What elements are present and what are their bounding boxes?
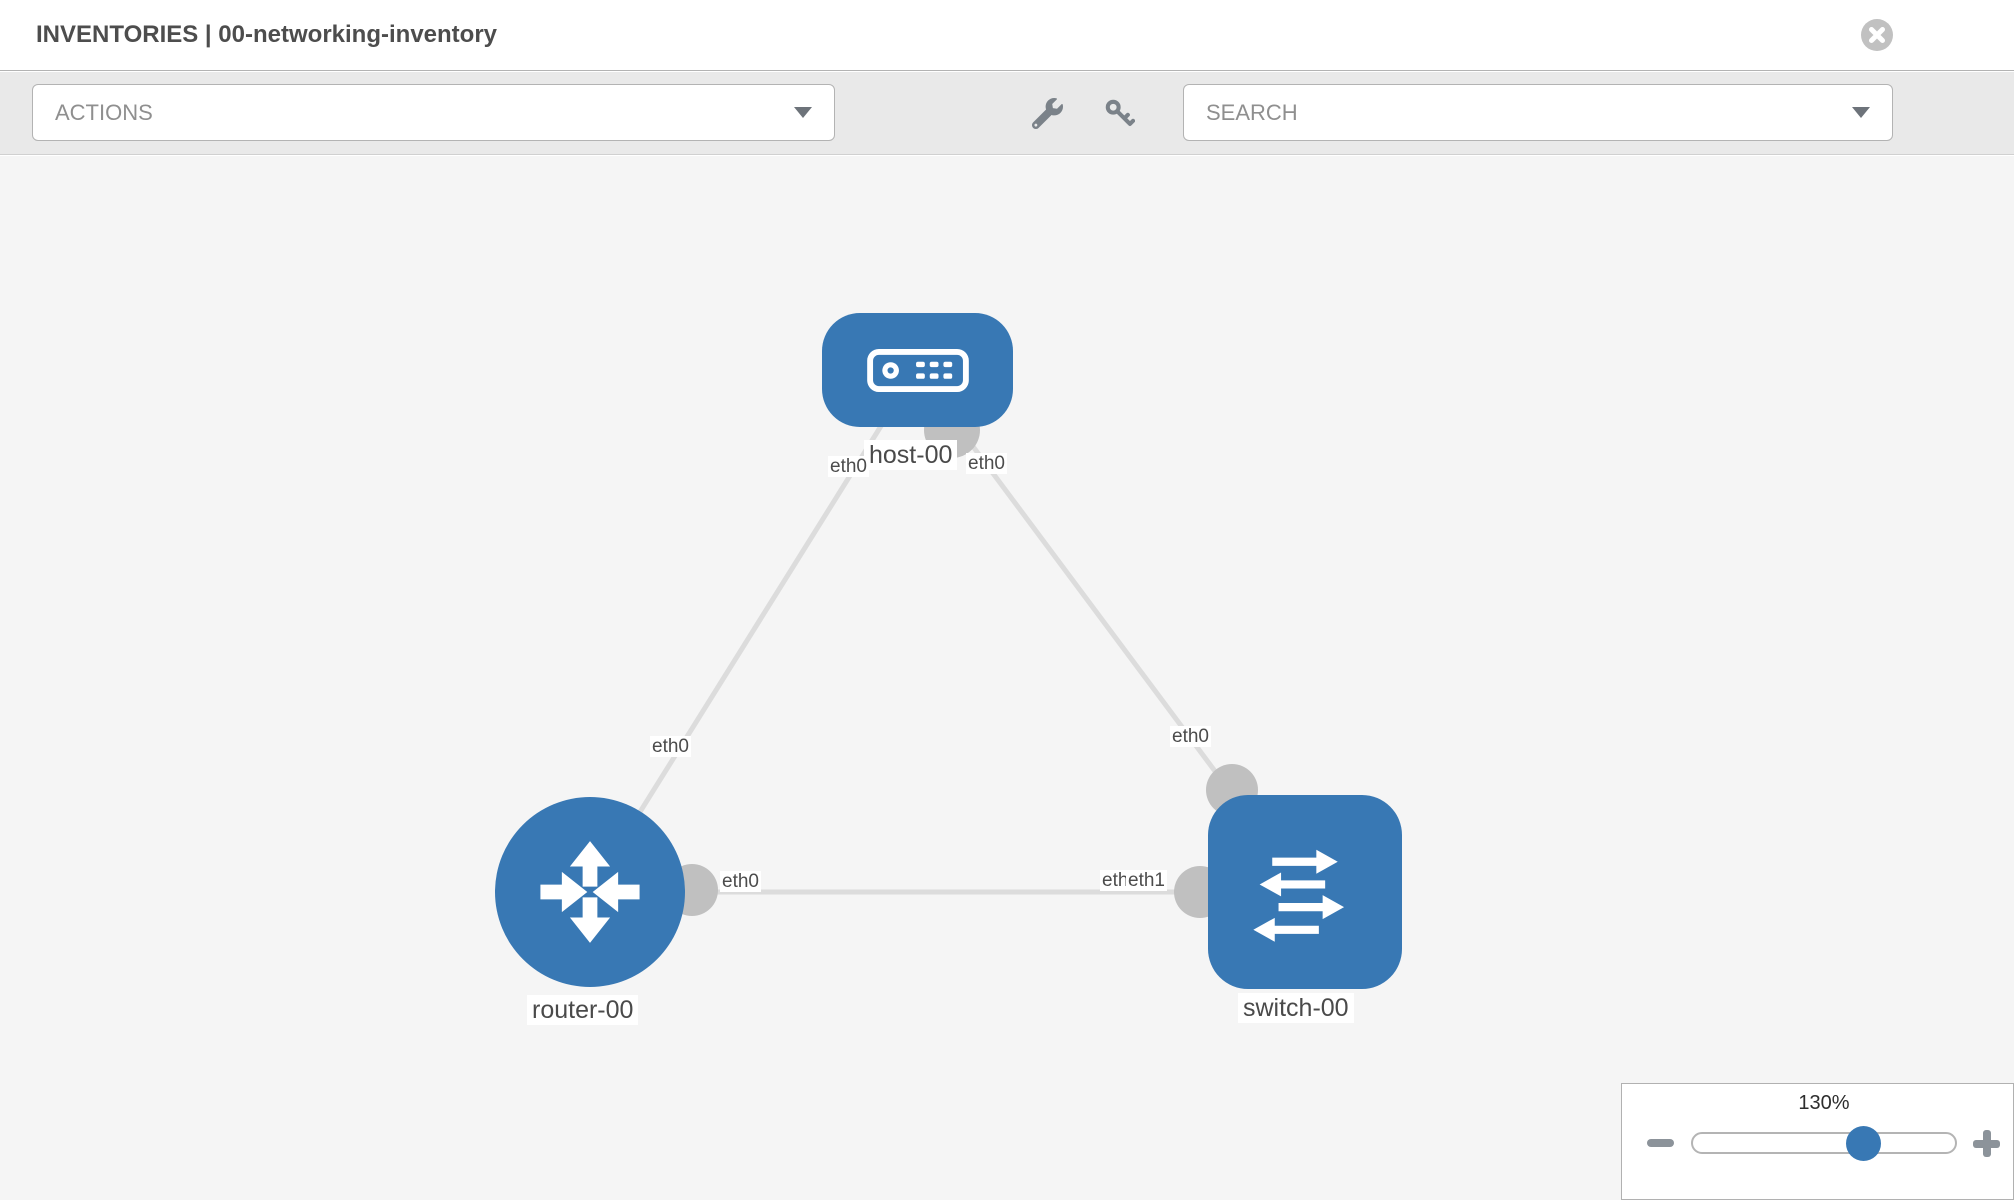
page-title: INVENTORIES | 00-networking-inventory [36,21,498,48]
topology-edges [587,368,1308,918]
close-icon [1869,27,1885,43]
caret-down-icon [794,107,812,118]
close-button[interactable] [1861,19,1893,51]
interface-label-router-switch-router-end: eth0 [720,871,761,892]
interface-label-host-switch-host-end: eth0 [966,453,1007,474]
minus-icon [1646,1139,1674,1147]
node-host-00[interactable] [822,313,1013,427]
server-icon [866,348,969,392]
switch-arrows-icon [1253,849,1345,942]
zoom-out-button[interactable] [1644,1127,1676,1159]
zoom-slider-track[interactable] [1691,1132,1957,1154]
node-label-host: host-00 [864,440,958,470]
router-arrows-icon [540,841,640,943]
zoom-level: 130% [1798,1092,1850,1114]
node-switch-00[interactable] [1208,795,1402,989]
toolbar-tools [1030,72,1136,155]
caret-down-icon [1852,107,1870,118]
node-label-switch: switch-00 [1238,993,1354,1023]
zoom-in-button[interactable] [1970,1127,2002,1159]
zoom-slider-knob[interactable] [1846,1126,1881,1161]
interface-label-router-switch-switch-end: eth1 [1126,870,1167,891]
titlebar: INVENTORIES | 00-networking-inventory [0,0,2014,71]
key-icon [1105,99,1135,126]
actions-dropdown[interactable]: ACTIONS [32,84,835,141]
interface-label-host-router-router-end: eth0 [650,736,691,757]
topology-canvas[interactable]: host-00 router-00 switch-00 eth0 eth0 et… [0,156,2014,1200]
interface-label-host-switch-switch-end: eth0 [1170,726,1211,747]
plus-icon [1972,1129,2000,1157]
node-router-00[interactable] [495,797,685,987]
node-label-router: router-00 [527,995,639,1025]
actions-dropdown-label: ACTIONS [55,99,153,125]
key-button[interactable] [1102,97,1136,131]
zoom-panel: 130% [1621,1083,2014,1200]
wrench-button[interactable] [1030,97,1064,131]
interface-label-host-router-host-end: eth0 [828,456,869,477]
toolbar: ACTIONS SEARCH [0,72,2014,155]
wrench-icon [1031,98,1063,129]
search-dropdown[interactable]: SEARCH [1183,84,1893,141]
search-placeholder: SEARCH [1206,99,1298,125]
